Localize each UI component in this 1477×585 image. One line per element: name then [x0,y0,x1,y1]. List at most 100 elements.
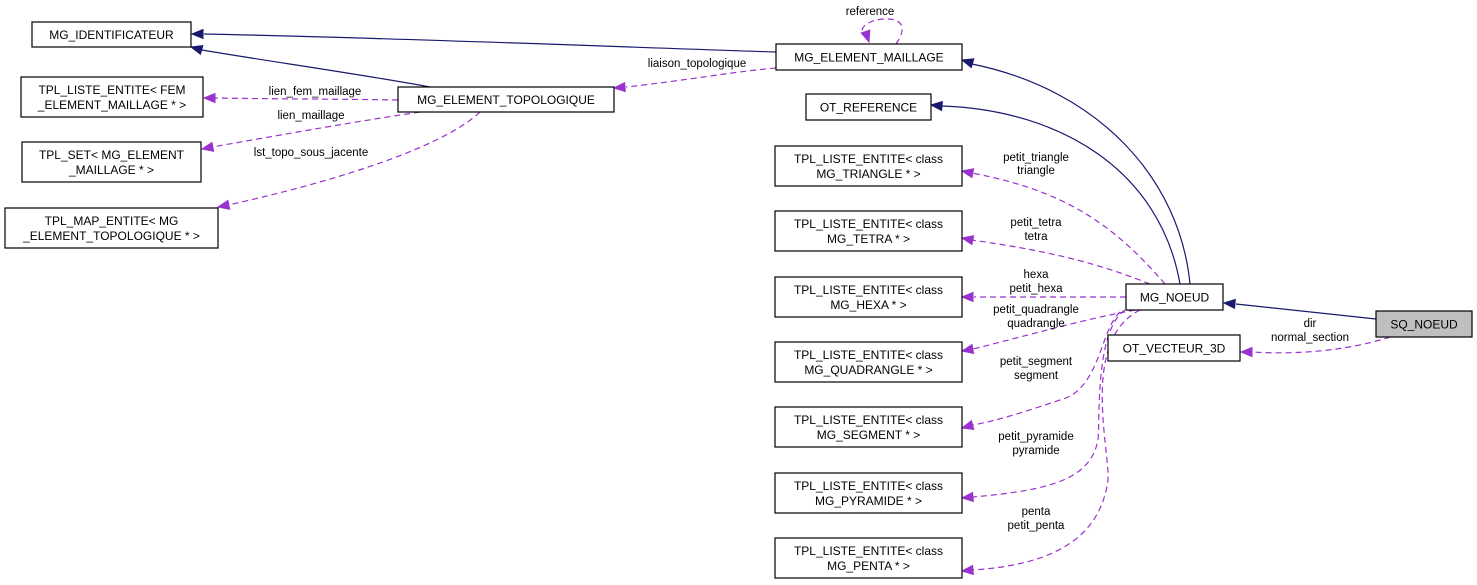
node-box [774,210,963,252]
node-box [4,207,219,249]
class-node-ot-reference[interactable]: OT_REFERENCE [805,93,932,121]
edge-mg_noeud-to-mg_element_maillage [960,58,1191,285]
edge-label: triangle [1017,165,1055,177]
node-label: _ELEMENT_MAILLAGE * > [37,98,186,112]
node-label: TPL_LISTE_ENTITE< class [794,283,943,297]
node-box [774,472,963,514]
inheritance-arrowhead-icon [190,28,204,40]
class-node-tpl-set[interactable]: TPL_SET< MG_ELEMENT_MAILLAGE * > [21,141,202,183]
node-box [1125,283,1224,311]
node-label: _MAILLAGE * > [68,163,154,177]
edge-mg_noeud-to-tpl_hexa [960,291,1126,303]
node-label: TPL_LISTE_ENTITE< class [794,217,943,231]
edge-mg_noeud-to-tpl_quadrangle [960,309,1136,355]
inheritance-arrowhead-icon [189,44,204,56]
edge-label: petit_triangle [1003,152,1069,164]
node-label: MG_IDENTIFICATEUR [49,28,174,42]
usage-arrowhead-icon [1239,346,1253,358]
node-box [774,537,963,579]
usage-edge [227,111,481,206]
node-label: MG_TRIANGLE * > [816,167,920,181]
usage-arrowhead-icon [960,168,975,179]
node-label: MG_HEXA * > [830,298,906,312]
usage-edge [861,18,903,45]
usage-arrowhead-icon [960,343,975,355]
edge-label: normal_section [1271,332,1349,344]
edge-label: lien_maillage [277,110,344,122]
node-label: MG_QUADRANGLE * > [804,363,932,377]
node-label: MG_NOEUD [1140,291,1210,305]
class-node-mg-identificateur[interactable]: MG_IDENTIFICATEUR [31,21,192,48]
edge-mg_element_topologique-to-tpl_map [216,111,481,210]
edge-mg_element_topologique-to-tpl_liste_fem [202,92,399,104]
usage-edge [972,309,1136,350]
usage-arrowhead-icon [202,92,216,104]
edge-label: petit_tetra [1010,217,1062,229]
usage-arrowhead-icon [960,291,974,303]
edge-mg_element_topologique-to-tpl_set [200,111,421,152]
edge-label: quadrangle [1007,318,1065,330]
usage-edge [971,172,1166,285]
edge-mg_noeud-to-tpl_pyramide [960,309,1126,503]
node-label: MG_SEGMENT * > [817,428,920,442]
edge-label: tetra [1024,231,1048,243]
class-node-tpl-liste-fem[interactable]: TPL_LISTE_ENTITE< FEM_ELEMENT_MAILLAGE *… [20,76,204,118]
node-box [774,276,963,318]
inheritance-edge [1235,303,1377,320]
edge-label: petit_quadrangle [993,304,1079,316]
node-label: MG_TETRA * > [827,232,910,246]
usage-edge [972,309,1141,571]
class-node-ot-vecteur-3d[interactable]: OT_VECTEUR_3D [1107,334,1241,362]
edge-mg_element_maillage-to-mg_element_topologique [612,67,777,93]
edge-label: dir [1304,318,1317,330]
edge-label: lst_topo_sous_jacente [254,147,368,159]
edge-label: pyramide [1012,445,1059,457]
node-box [397,86,615,113]
usage-arrowhead-icon [960,235,975,246]
class-node-mg-element-topologique[interactable]: MG_ELEMENT_TOPOLOGIQUE [397,86,615,113]
node-label: MG_PYRAMIDE * > [815,494,922,508]
usage-arrowhead-icon [200,141,215,152]
node-label: OT_VECTEUR_3D [1123,342,1226,356]
inheritance-arrowhead-icon [960,58,975,69]
class-node-mg-element-maillage[interactable]: MG_ELEMENT_MAILLAGE [775,43,963,71]
node-label: TPL_LISTE_ENTITE< class [794,152,943,166]
inheritance-edge [203,33,777,53]
edge-mg_noeud-to-ot_reference [929,100,1181,285]
node-label: MG_ELEMENT_TOPOLOGIQUE [417,93,595,107]
usage-arrowhead-icon [960,564,974,576]
edge-label: petit_pyramide [998,431,1073,443]
class-node-sq-noeud: SQ_NOEUD [1375,310,1473,338]
node-box [805,93,932,121]
node-box [774,406,963,448]
node-label: MG_ELEMENT_MAILLAGE [794,51,943,65]
node-box [774,145,963,187]
edge-mg_noeud-to-tpl_triangle [960,168,1166,285]
node-box [774,341,963,383]
node-label: TPL_LISTE_ENTITE< FEM [38,83,185,97]
node-box [1375,310,1473,338]
inheritance-edge [201,49,431,88]
class-node-mg-noeud[interactable]: MG_NOEUD [1125,283,1224,311]
edge-mg_element_maillage-to-mg_identificateur [190,28,777,53]
usage-edge [211,111,421,148]
node-box [31,21,192,48]
node-label: TPL_LISTE_ENTITE< class [794,413,943,427]
edge-label: reference [846,6,895,18]
edge-mg_element_maillage-to-mg_element_maillage [860,18,903,45]
edge-label: petit_hexa [1009,283,1063,295]
edge-mg_noeud-to-tpl_penta [960,309,1141,576]
nodes-layer: MG_IDENTIFICATEUR TPL_LISTE_ENTITE< FEM_E… [4,21,1473,579]
class-node-tpl-map[interactable]: TPL_MAP_ENTITE< MG_ELEMENT_TOPOLOGIQUE *… [4,207,219,249]
node-label: MG_PENTA * > [827,559,910,573]
node-box [20,76,204,118]
usage-edge [972,309,1126,498]
